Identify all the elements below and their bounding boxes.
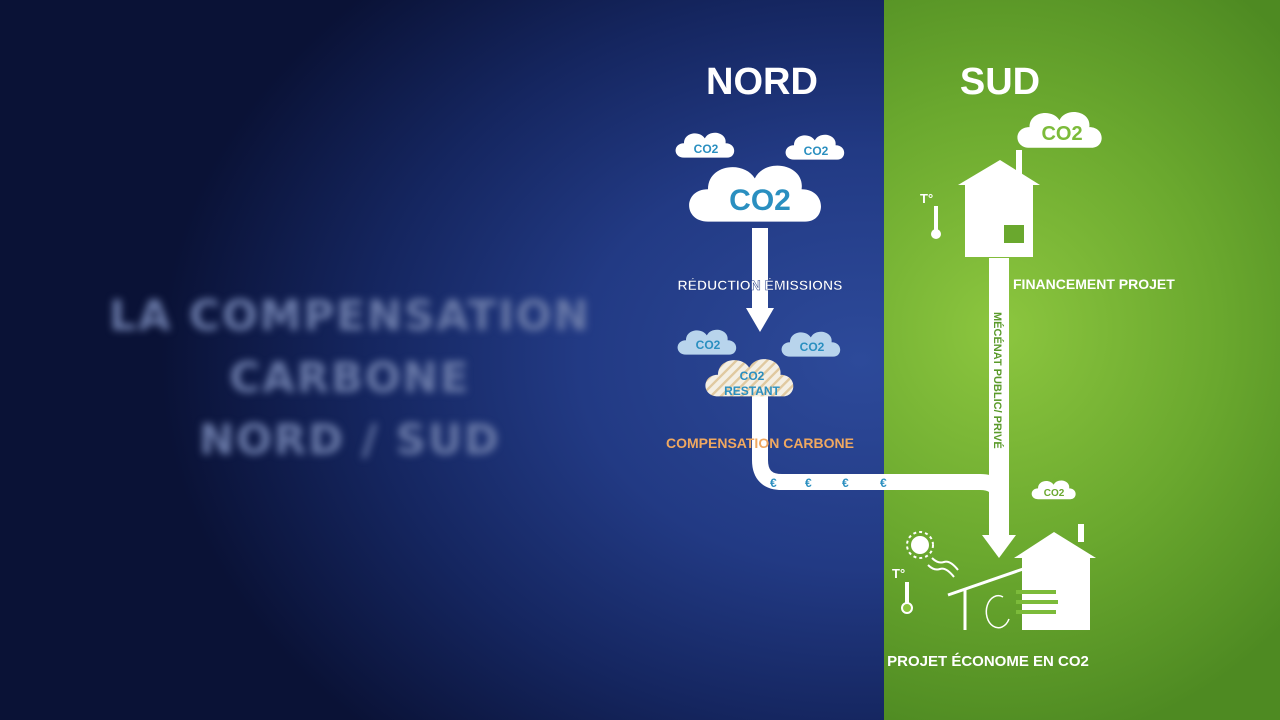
background-title: LA COMPENSATION CARBONE NORD / SUD (60, 285, 640, 471)
south-heading: SUD (960, 61, 1040, 103)
eco-house-icon (947, 524, 1096, 630)
compensation-label: COMPENSATION CARBONE (666, 435, 854, 451)
polluting-house-icon (958, 150, 1040, 257)
thermometer-icon (931, 206, 941, 239)
north-heading: NORD (706, 61, 818, 103)
sponsorship-label: MÉCÉNAT PUBLIC/ PRIVÉ (991, 312, 1004, 449)
temperature-label: T° (920, 191, 933, 206)
reduction-label: RÉDUCTION ÉMISSIONS (678, 277, 843, 293)
reduction-arrow-icon (746, 228, 774, 332)
euro-icon: € (880, 476, 887, 490)
cloud-label: CO2 (696, 338, 721, 352)
small-cloud-label: CO2 (1044, 488, 1065, 499)
remaining-line-2: RESTANT (724, 384, 780, 398)
sun-icon (906, 531, 959, 578)
title-line-2: NORD / SUD (199, 415, 501, 464)
cloud-label: CO2 (804, 144, 829, 158)
euro-icon: € (770, 476, 777, 490)
euro-icon: € (842, 476, 849, 490)
financing-arrow-icon (982, 258, 1016, 558)
thermometer-icon (901, 582, 913, 614)
remaining-line-1: CO2 (740, 369, 765, 383)
cloud-label: CO2 (800, 340, 825, 354)
project-label: PROJET ÉCONOME EN CO2 (887, 653, 1089, 670)
euro-icon: € (805, 476, 812, 490)
big-cloud-label: CO2 (729, 184, 791, 217)
temperature-label: T° (892, 566, 905, 581)
financing-label: FINANCEMENT PROJET (1013, 276, 1175, 292)
title-line-1: LA COMPENSATION CARBONE (109, 291, 591, 402)
house-cloud-label: CO2 (1041, 123, 1082, 145)
cloud-label: CO2 (694, 142, 719, 156)
